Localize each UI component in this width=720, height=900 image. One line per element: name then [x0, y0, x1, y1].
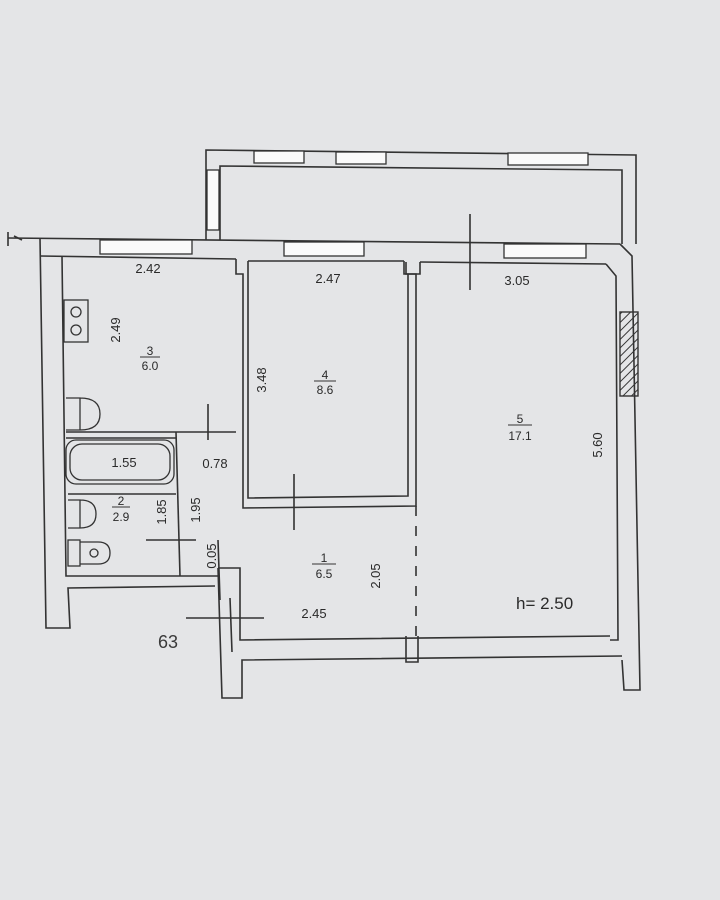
dim-room3-depth: 2.49	[108, 317, 123, 342]
left-wall	[39, 237, 220, 629]
kitchen-sink-icon	[66, 397, 101, 431]
toilet-icon	[67, 539, 111, 567]
bath-wall-top	[66, 431, 236, 439]
washbasin-icon	[68, 499, 97, 529]
balcony-outline	[205, 149, 637, 244]
window-room4	[283, 241, 365, 257]
fixtures	[63, 299, 175, 567]
dim-room4-depth: 3.48	[254, 367, 269, 392]
room-label-3: 3 6.0	[140, 344, 160, 373]
bottom-wall	[217, 567, 623, 699]
svg-text:6.5: 6.5	[316, 567, 333, 581]
svg-text:2: 2	[118, 494, 125, 508]
right-wall	[605, 243, 641, 691]
svg-text:3: 3	[147, 344, 154, 358]
handwritten-note: 63	[158, 632, 178, 652]
walls	[7, 149, 641, 699]
dim-hall-depth: 2.05	[368, 563, 383, 588]
stove-icon	[63, 299, 89, 343]
window-balcony-side	[206, 169, 220, 231]
windows	[99, 150, 589, 259]
room-label-5: 5 17.1	[508, 412, 532, 443]
door-ticks	[146, 214, 471, 653]
dimension-labels: 2.42 2.49 2.47 3.48 3.05 5.60 1.55 1.85 …	[108, 261, 605, 621]
svg-text:2.9: 2.9	[113, 510, 130, 524]
window-balcony-2	[335, 151, 387, 165]
dim-corridor-depth: 1.95	[188, 497, 203, 522]
bottom-notch	[405, 636, 419, 663]
dim-partition: 0.78	[202, 456, 227, 471]
wall-4-5-stub	[405, 262, 421, 275]
room-label-4: 4 8.6	[314, 368, 336, 397]
dim-wall-gap: 0.05	[204, 543, 219, 568]
svg-text:1: 1	[321, 551, 328, 565]
svg-text:5: 5	[517, 412, 524, 426]
left-end-tick	[7, 232, 23, 246]
room-labels: 3 6.0 4 8.6 5 17.1 2 2.9 1 6.5	[112, 344, 532, 581]
dim-hall-width: 2.45	[301, 606, 326, 621]
ceiling-height: h= 2.50	[516, 594, 573, 613]
dim-room4-width: 2.47	[315, 271, 340, 286]
window-balcony-1	[253, 150, 305, 164]
svg-text:6.0: 6.0	[142, 359, 159, 373]
bathtub-icon	[65, 439, 175, 485]
svg-text:4: 4	[322, 368, 329, 382]
dim-bath-width: 1.55	[111, 455, 136, 470]
svg-text:17.1: 17.1	[508, 429, 532, 443]
dim-room5-depth: 5.60	[590, 432, 605, 457]
dim-room3-width: 2.42	[135, 261, 160, 276]
window-balcony-3	[507, 152, 589, 166]
dim-room5-width: 3.05	[504, 273, 529, 288]
svg-text:8.6: 8.6	[317, 383, 334, 397]
dim-bath-depth: 1.85	[154, 499, 169, 524]
room-label-2: 2 2.9	[112, 494, 130, 524]
top-wall	[7, 237, 621, 265]
window-room3	[99, 239, 193, 255]
vent-shaft	[619, 311, 639, 397]
bath-wall-right	[175, 431, 181, 577]
window-room5	[503, 243, 587, 259]
room-label-1: 1 6.5	[312, 551, 336, 581]
